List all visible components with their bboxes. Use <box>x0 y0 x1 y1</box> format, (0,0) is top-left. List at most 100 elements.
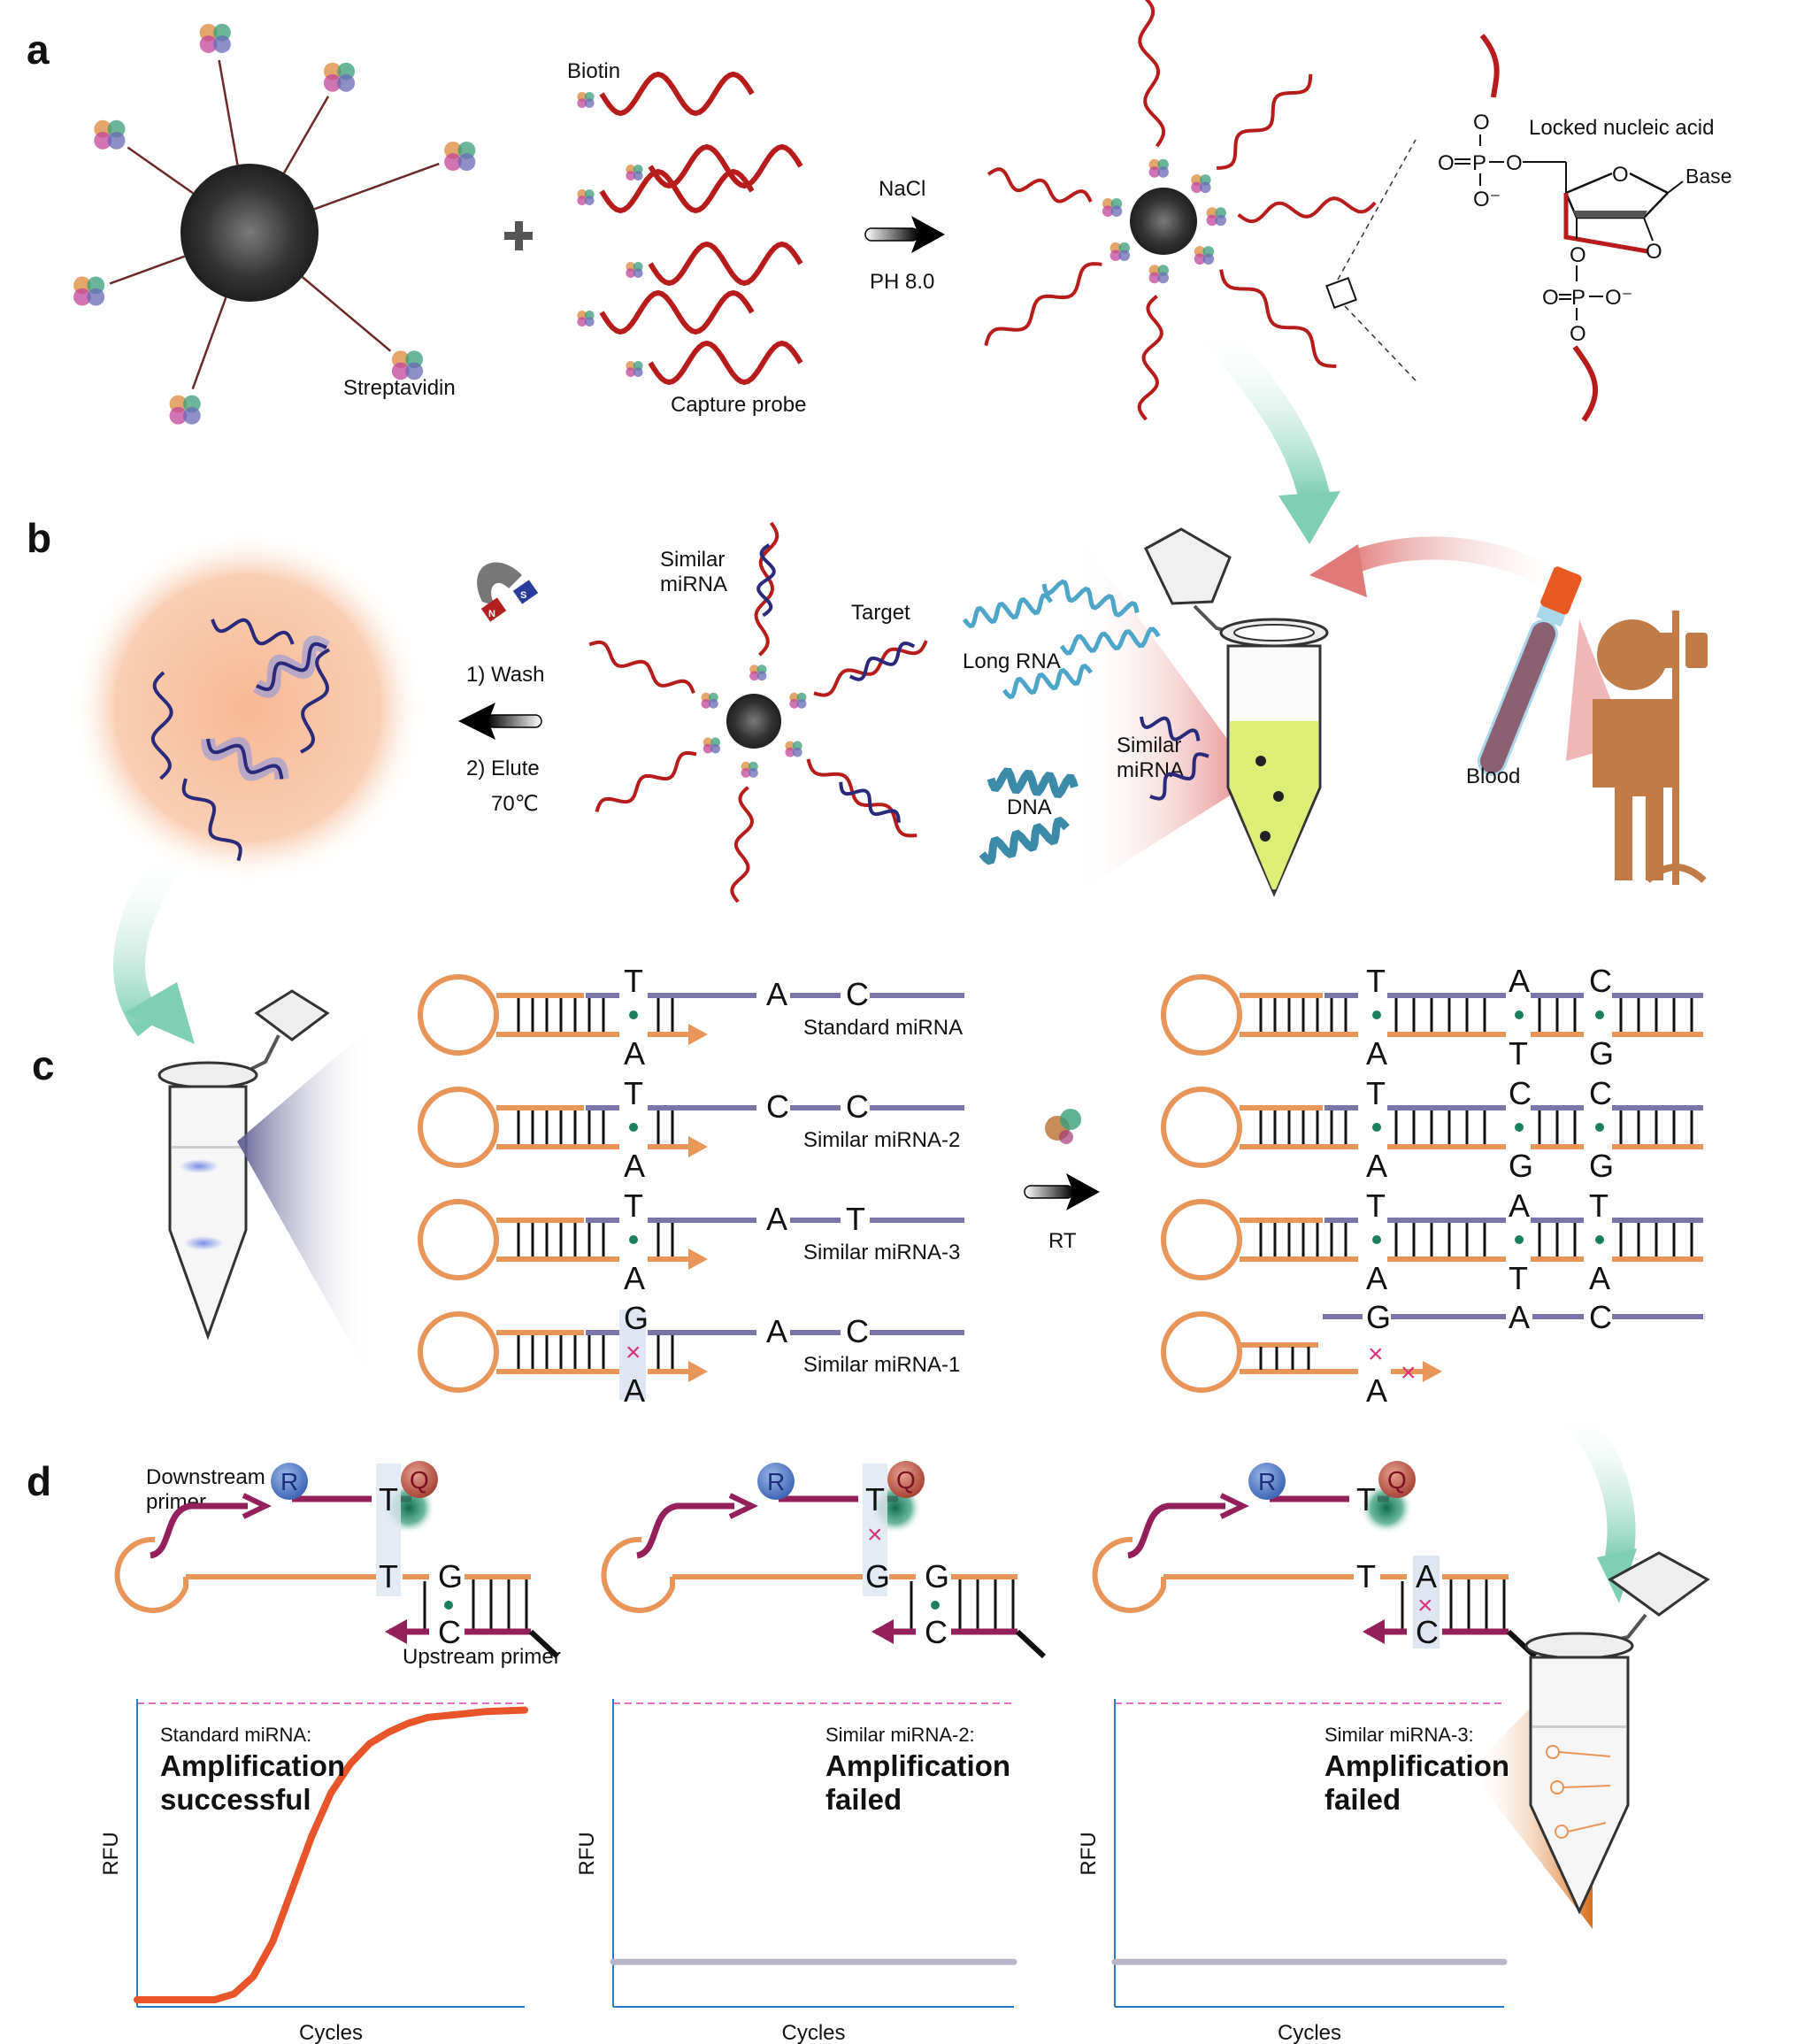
top-base: T <box>1366 963 1386 999</box>
capture-probe-strand <box>754 521 779 657</box>
panel-label-d: d <box>27 1458 51 1504</box>
cdna-loop <box>114 1536 188 1613</box>
streptavidin-protein-icon <box>444 153 462 171</box>
mirna-strand <box>256 642 327 692</box>
streptavidin-protein-icon <box>577 98 587 108</box>
elute-temperature: 70℃ <box>491 792 539 816</box>
mismatch-x-icon: × <box>867 1520 883 1549</box>
capture-probe-strand <box>806 758 918 838</box>
streptavidin-protein-icon <box>1110 205 1123 217</box>
amplification-charts: Standard miRNA:AmplificationsuccessfulCy… <box>99 1699 1509 2044</box>
mirna-base-2: T <box>846 1201 865 1237</box>
mirna-base-1: C <box>766 1088 789 1125</box>
capture-probe-strand <box>595 750 697 813</box>
streptavidin-protein-icon <box>792 747 802 757</box>
bottom-base: A <box>1366 1260 1387 1296</box>
primer-arrow-icon <box>728 1493 758 1519</box>
linker-arm <box>127 146 194 195</box>
rt-primer-loop <box>1161 974 1242 1056</box>
streptavidin-protein-icon <box>1157 166 1169 178</box>
target-label: Target <box>851 601 910 625</box>
match-dot-icon <box>1595 1123 1604 1132</box>
template-base: A <box>624 1148 645 1184</box>
primer-base: C <box>438 1614 461 1650</box>
amplification-chart: Standard miRNA:AmplificationsuccessfulCy… <box>99 1699 528 2044</box>
quencher-icon <box>887 1461 925 1498</box>
primer-base: C <box>1416 1614 1439 1650</box>
streptavidin-protein-icon <box>756 671 767 681</box>
biotin-label: Biotin <box>567 59 620 83</box>
rt-primer-loop <box>418 1087 499 1168</box>
chart-annotation-1: Amplification <box>825 1749 1010 1782</box>
streptavidin-protein-icon <box>633 367 643 377</box>
template-base-1: T <box>1356 1558 1376 1594</box>
primer-arrow-icon <box>242 1493 272 1519</box>
panel-label-b: b <box>27 515 51 561</box>
atom-p: P <box>1571 286 1586 310</box>
probe-base: T <box>624 1187 643 1224</box>
similar-mirna-free-2: miRNA <box>1117 758 1184 782</box>
capture-probe-strand <box>648 143 803 189</box>
match-dot-icon <box>629 1010 638 1019</box>
mismatch-x-icon: × <box>1368 1340 1384 1369</box>
rt-primer-loop <box>1161 1311 1242 1393</box>
mismatch-x-icon: × <box>1417 1591 1433 1620</box>
streptavidin-protein-icon <box>1102 205 1114 217</box>
streptavidin-protein-icon <box>1109 250 1122 261</box>
reagent-nacl: NaCl <box>879 177 925 201</box>
capture-probe-strand <box>1138 0 1166 148</box>
chart-annotation-1: Amplification <box>160 1749 345 1782</box>
reporter-icon <box>757 1463 795 1500</box>
dna-strand <box>979 816 1070 865</box>
streptavidin-protein-icon <box>405 362 424 380</box>
mirna-base-1: A <box>766 976 787 1012</box>
eluted-strands <box>150 618 331 862</box>
streptavidin-protein-icon <box>1157 272 1169 284</box>
streptavidin-protein-icon <box>1215 214 1226 227</box>
bottom-base: T <box>1509 1035 1528 1072</box>
primer-tail <box>1506 1629 1538 1659</box>
mirna-base-2: C <box>846 1313 869 1349</box>
capture-probe-strand <box>987 167 1093 204</box>
streptavidin-label: Streptavidin <box>343 376 456 400</box>
tube-sample-icon <box>1144 527 1329 897</box>
template-base: A <box>624 1372 645 1409</box>
arrow-right-icon <box>1024 1173 1100 1210</box>
y-axis-label: RFU <box>99 1832 123 1875</box>
quencher-icon <box>1378 1461 1416 1498</box>
quencher-icon <box>401 1461 438 1498</box>
row-name: Similar miRNA-2 <box>803 1128 960 1152</box>
atom-o: O <box>1438 151 1455 175</box>
downstream-primer-label-2: primer <box>146 1490 206 1514</box>
cdna-loop <box>1092 1536 1166 1613</box>
magnet-n: N <box>488 609 495 619</box>
primer-arrow-icon <box>1363 1619 1385 1644</box>
extension-blocked-icon: × <box>1401 1358 1417 1387</box>
capture-probe-strand <box>648 340 803 386</box>
probe-base: T <box>624 1075 643 1111</box>
probe-site-highlight <box>376 1464 401 1596</box>
streptavidin-protein-icon <box>94 131 112 150</box>
extension-arrow-icon <box>688 1361 708 1382</box>
similar-mirna-label-1: Similar <box>660 548 725 572</box>
top-base: A <box>1509 1299 1530 1335</box>
bottom-base: A <box>1366 1035 1387 1072</box>
rt-primer-loop <box>418 1311 499 1393</box>
streptavidin-protein-icon <box>1202 253 1215 265</box>
reporter-icon <box>1248 1463 1286 1500</box>
plus-icon <box>504 221 533 250</box>
capture-probe-strand <box>813 640 928 697</box>
top-base: C <box>1589 1075 1612 1111</box>
streptavidin-protein-icon <box>708 698 718 709</box>
streptavidin-protein-icon <box>710 743 720 754</box>
top-base: G <box>1366 1299 1391 1335</box>
primer-arrow-icon <box>1219 1493 1249 1519</box>
cdna-loop <box>601 1536 675 1613</box>
capture-probe-strand <box>1217 73 1313 170</box>
capture-probe-strand <box>984 262 1102 346</box>
